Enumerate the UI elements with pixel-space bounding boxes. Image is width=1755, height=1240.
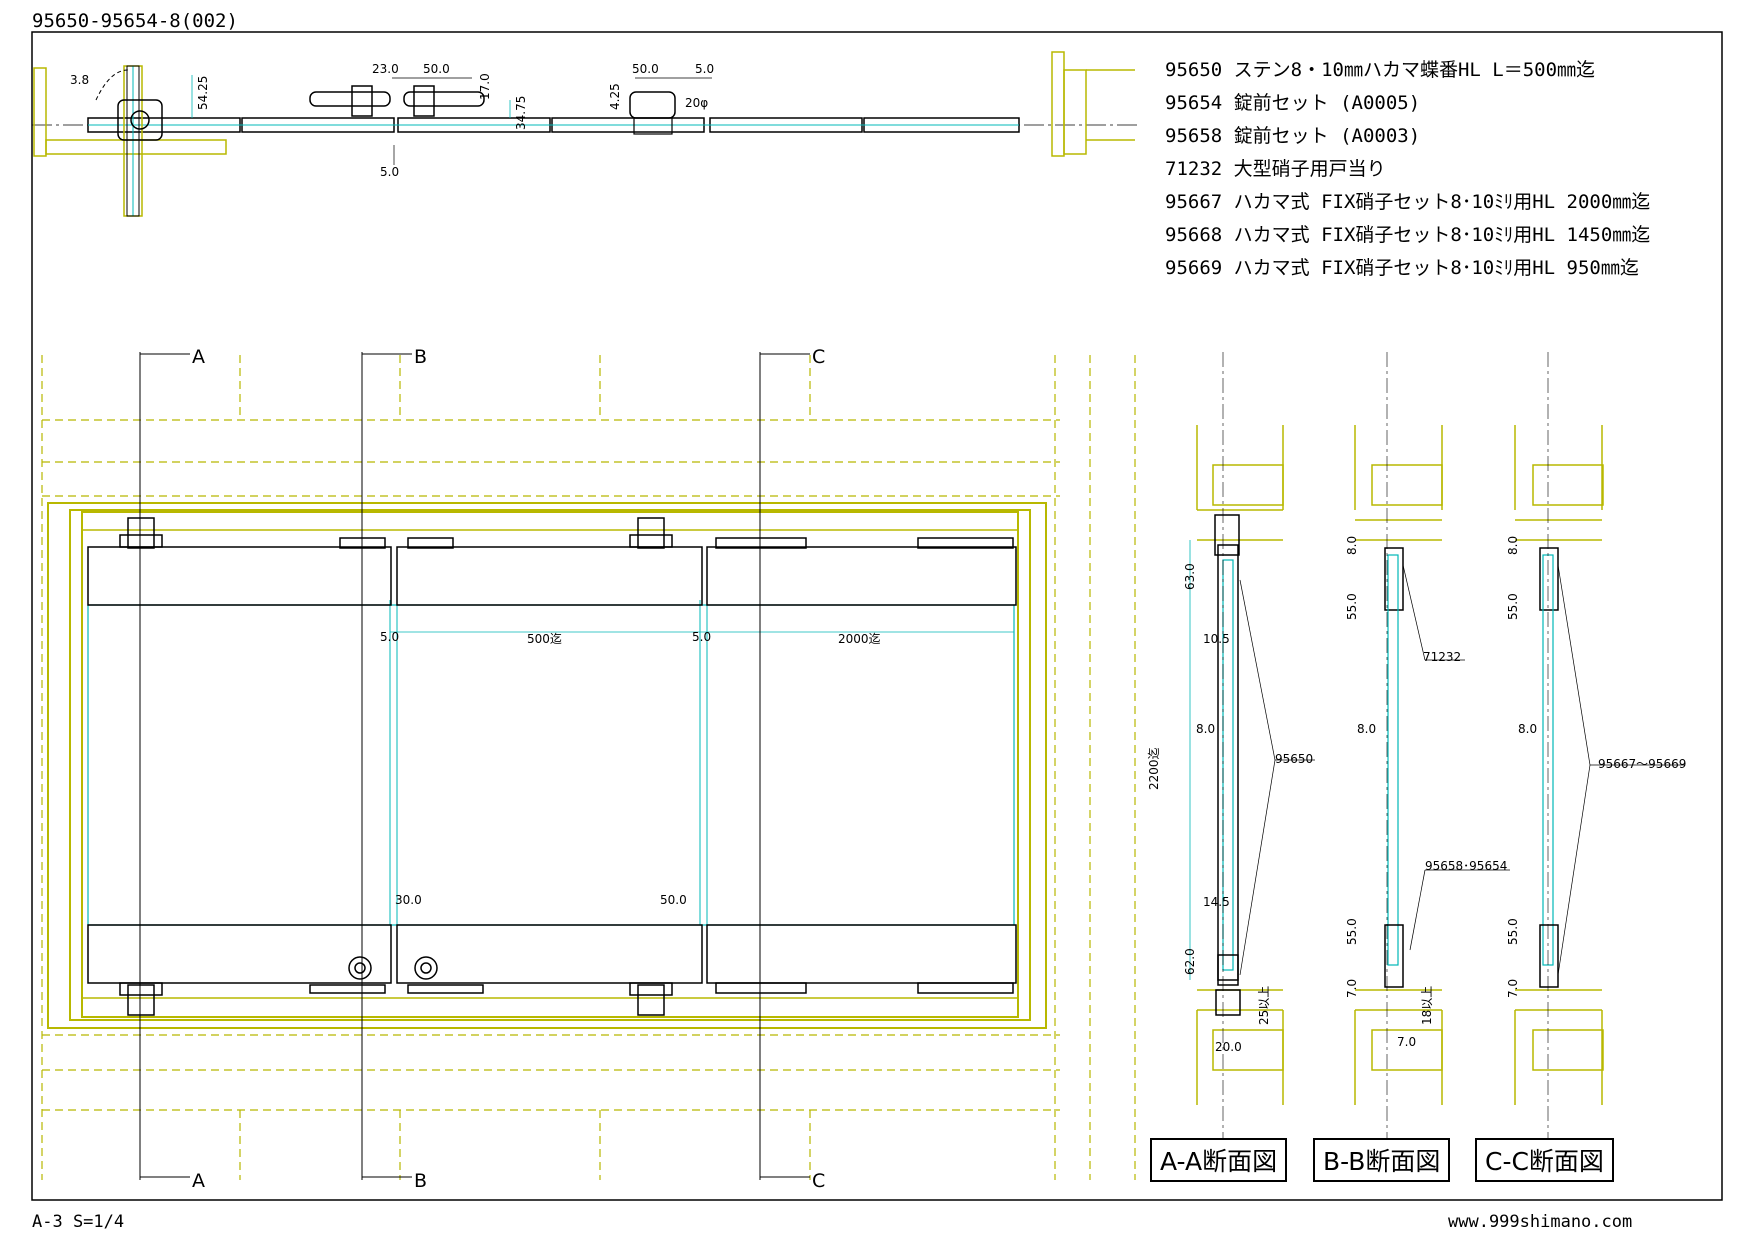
section-dim: 7.0 [1397,1035,1417,1049]
spec-line: 95667 ハカマ式 FIX硝子セット8･10ﾐﾘ用HL 2000㎜迄 [1165,191,1651,213]
spec-line: 95669 ハカマ式 FIX硝子セット8･10ﾐﾘ用HL 950㎜迄 [1165,257,1639,279]
plan-view [32,51,1140,217]
section-dim: 95667～95669 [1598,757,1687,771]
section-dim: 62.0 [1183,948,1197,975]
section-dim: 55.0 [1345,593,1359,620]
section-dim: 71232 [1423,650,1462,664]
sheet-border [31,31,1723,1201]
section-mark-a: A [192,346,205,368]
section-dim: 25以上 [1257,985,1271,1025]
section-dim: 95650 [1275,752,1314,766]
website-url: www.999shimano.com [1448,1212,1633,1232]
elev-dim: 5.0 [692,630,712,644]
elev-dim: 2000迄 [838,632,881,646]
plan-dim: 50.0 [423,62,450,76]
plan-dim: 3.8 [70,73,90,87]
section-title-a: A-A断面図 [1150,1138,1288,1182]
section-title-b: B-B断面図 [1313,1138,1451,1182]
section-mark-c: C [812,346,826,368]
spec-line: 95658 錠前セット (A0003) [1165,125,1421,147]
section-dim: 7.0 [1345,978,1359,998]
section-dim: 8.0 [1518,722,1538,736]
drawing-id: 95650-95654-8(002) [32,10,238,32]
section-dim: 10.5 [1203,632,1230,646]
plan-dim: 5.0 [380,165,400,179]
section-dim: 55.0 [1345,918,1359,945]
plan-dim: 17.0 [478,73,492,100]
elev-dim: 500迄 [527,632,562,646]
elev-dim: 5.0 [380,630,400,644]
front-elevation [41,352,1136,1180]
elev-dim: 30.0 [395,893,422,907]
plan-dim: 54.25 [196,75,210,110]
section-dim: 63.0 [1183,563,1197,590]
section-dim: 95658･95654 [1425,859,1508,873]
spec-list: 95650 ステン8・10㎜ハカマ蝶番HL L＝500㎜迄 95654 錠前セッ… [1165,54,1650,285]
plan-dim: 23.0 [372,62,399,76]
spec-line: 71232 大型硝子用戸当り [1165,158,1386,180]
plan-dim: 34.75 [514,95,528,130]
section-dim: 8.0 [1357,722,1377,736]
section-mark-b: B [414,346,428,368]
section-dim: 8.0 [1506,535,1520,555]
plan-dim: 5.0 [695,62,715,76]
section-dim: 14.5 [1203,895,1230,909]
spec-line: 95650 ステン8・10㎜ハカマ蝶番HL L＝500㎜迄 [1165,59,1596,81]
plan-dim: 4.25 [608,83,622,110]
section-dim: 7.0 [1506,978,1520,998]
scale-note: A-3 S=1/4 [32,1212,125,1232]
plan-dim: 20φ [685,96,709,110]
section-dim: 8.0 [1196,722,1216,736]
section-dim: 20.0 [1215,1040,1242,1054]
plan-dim: 50.0 [632,62,659,76]
section-dim: 8.0 [1345,535,1359,555]
sections [1189,352,1685,1140]
section-mark-c: C [812,1170,826,1192]
section-title-c: C-C断面図 [1475,1138,1614,1182]
section-mark-b: B [414,1170,428,1192]
spec-line: 95668 ハカマ式 FIX硝子セット8･10ﾐﾘ用HL 1450㎜迄 [1165,224,1651,246]
elev-dim: 50.0 [660,893,687,907]
section-dim: 55.0 [1506,593,1520,620]
section-dim: 55.0 [1506,918,1520,945]
section-dim: 18以上 [1420,985,1434,1025]
elev-dim: 2200迄 [1147,747,1161,790]
spec-line: 95654 錠前セット (A0005) [1165,92,1421,114]
section-mark-a: A [192,1170,205,1192]
